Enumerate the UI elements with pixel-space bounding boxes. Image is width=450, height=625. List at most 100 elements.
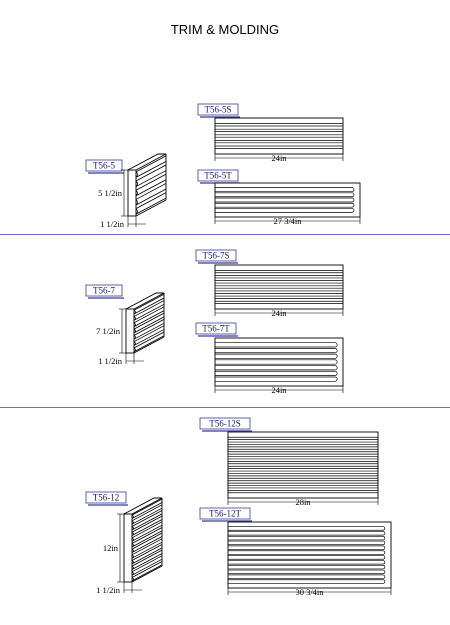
profile-ridge-nose — [135, 208, 138, 215]
profile-ridge-nose — [133, 322, 136, 327]
profile-top-face — [125, 292, 165, 310]
tapered-panel-label: T56-12T — [209, 509, 241, 519]
profile-ridge — [135, 192, 167, 215]
profile-ridge-nose — [133, 347, 136, 353]
profile-ridge — [131, 544, 163, 565]
profile-ridge — [133, 325, 165, 346]
profile-ridge — [133, 293, 165, 315]
profile-ridge — [131, 510, 163, 531]
profile-ridge-nose — [133, 335, 136, 340]
profile-front-face — [127, 169, 137, 217]
straight-panel-label: T56-12S — [209, 419, 241, 429]
straight-panel-label-box — [199, 417, 251, 430]
panel-groove — [228, 550, 386, 555]
panel-groove — [215, 376, 338, 382]
panel-groove — [215, 359, 338, 365]
profile-label: T56-5 — [93, 161, 115, 171]
profile-ridge-nose — [131, 520, 134, 525]
panel-groove — [215, 202, 355, 208]
profile-front-face — [125, 308, 135, 354]
length-label: 24in — [271, 385, 287, 395]
profile-ridge-nose — [131, 543, 134, 548]
height-label: 12in — [103, 543, 119, 553]
profile-label-box — [85, 159, 123, 172]
profile-ridge — [135, 155, 167, 178]
straight-panel-label: T56-5S — [205, 105, 232, 115]
section-divider-2 — [0, 407, 450, 408]
panel-groove — [215, 208, 355, 213]
depth-label: 1 1/2in — [96, 585, 121, 595]
profile-ridge — [133, 306, 165, 327]
profile-ridge — [131, 504, 163, 525]
panel-groove — [228, 560, 386, 565]
depth-label: 1 1/2in — [98, 356, 123, 366]
profile-ridge — [131, 532, 163, 553]
height-label: 7 1/2in — [96, 326, 121, 336]
profile-ridge-nose — [131, 537, 134, 542]
profile-ridge — [135, 183, 167, 206]
profile-ridge — [133, 331, 165, 353]
panel-groove — [215, 342, 338, 348]
profile-ridge — [131, 561, 163, 582]
profile-ridge-nose — [131, 571, 134, 576]
tapered-panel-label-box — [199, 507, 251, 520]
panel-groove — [215, 365, 338, 371]
profile-ridge — [131, 498, 163, 519]
profile-top-face — [123, 497, 163, 515]
profile-ridge — [135, 164, 167, 187]
panel-groove — [228, 564, 386, 570]
panel-outline — [214, 264, 344, 310]
tapered-panel-label-box — [197, 169, 239, 182]
profile-ridge-nose — [131, 531, 134, 536]
profile-ridge-nose — [135, 199, 138, 206]
profile-ridge-nose — [131, 565, 134, 570]
section-divider-1 — [0, 234, 450, 235]
tapered-panel-label-box — [195, 322, 237, 335]
panel-groove — [228, 569, 386, 575]
profile-ridge — [131, 555, 163, 576]
straight-panel-label-box — [195, 249, 237, 262]
profile-ridge-nose — [135, 171, 138, 178]
panel-groove — [228, 535, 386, 541]
straight-panel-label: T56-7S — [203, 251, 230, 261]
profile-ridge — [133, 312, 165, 334]
profile-ridge — [135, 173, 167, 197]
panel-groove — [228, 555, 386, 560]
length-label: 28in — [295, 497, 311, 507]
length-label: 27 3/4in — [273, 216, 302, 226]
panel-outline — [214, 182, 361, 218]
profile-ridge — [131, 527, 163, 548]
panel-outline — [214, 337, 344, 387]
profile-label: T56-12 — [93, 493, 120, 503]
length-label: 24in — [271, 308, 287, 318]
profile-bottom-edge — [133, 336, 165, 354]
panel-groove — [215, 353, 338, 359]
length-label: 30 3/4in — [295, 587, 324, 597]
profile-ridge — [131, 538, 163, 559]
profile-ridge — [133, 300, 165, 321]
profile-ridge-nose — [131, 554, 134, 559]
profile-ridge-nose — [133, 341, 136, 346]
profile-bottom-edge — [131, 565, 163, 583]
profile-ridge-nose — [131, 548, 134, 553]
panel-groove — [228, 579, 386, 584]
profile-ridge — [133, 319, 165, 340]
page-title: TRIM & MOLDING — [170, 22, 280, 37]
profile-front-face — [123, 513, 133, 583]
panel-groove — [215, 197, 355, 203]
profile-ridge-nose — [131, 560, 134, 565]
profile-ridge-nose — [133, 309, 136, 315]
panel-groove — [228, 531, 386, 536]
profile-label-box — [85, 284, 123, 297]
tapered-panel-label: T56-7T — [202, 324, 230, 334]
profile-ridge — [131, 549, 163, 570]
panel-outline — [227, 431, 379, 499]
profile-ridge-nose — [133, 316, 136, 321]
profile-ridge-nose — [131, 577, 134, 582]
panel-groove — [228, 540, 386, 546]
profile-label-box — [85, 491, 127, 504]
length-label: 24in — [271, 153, 287, 163]
